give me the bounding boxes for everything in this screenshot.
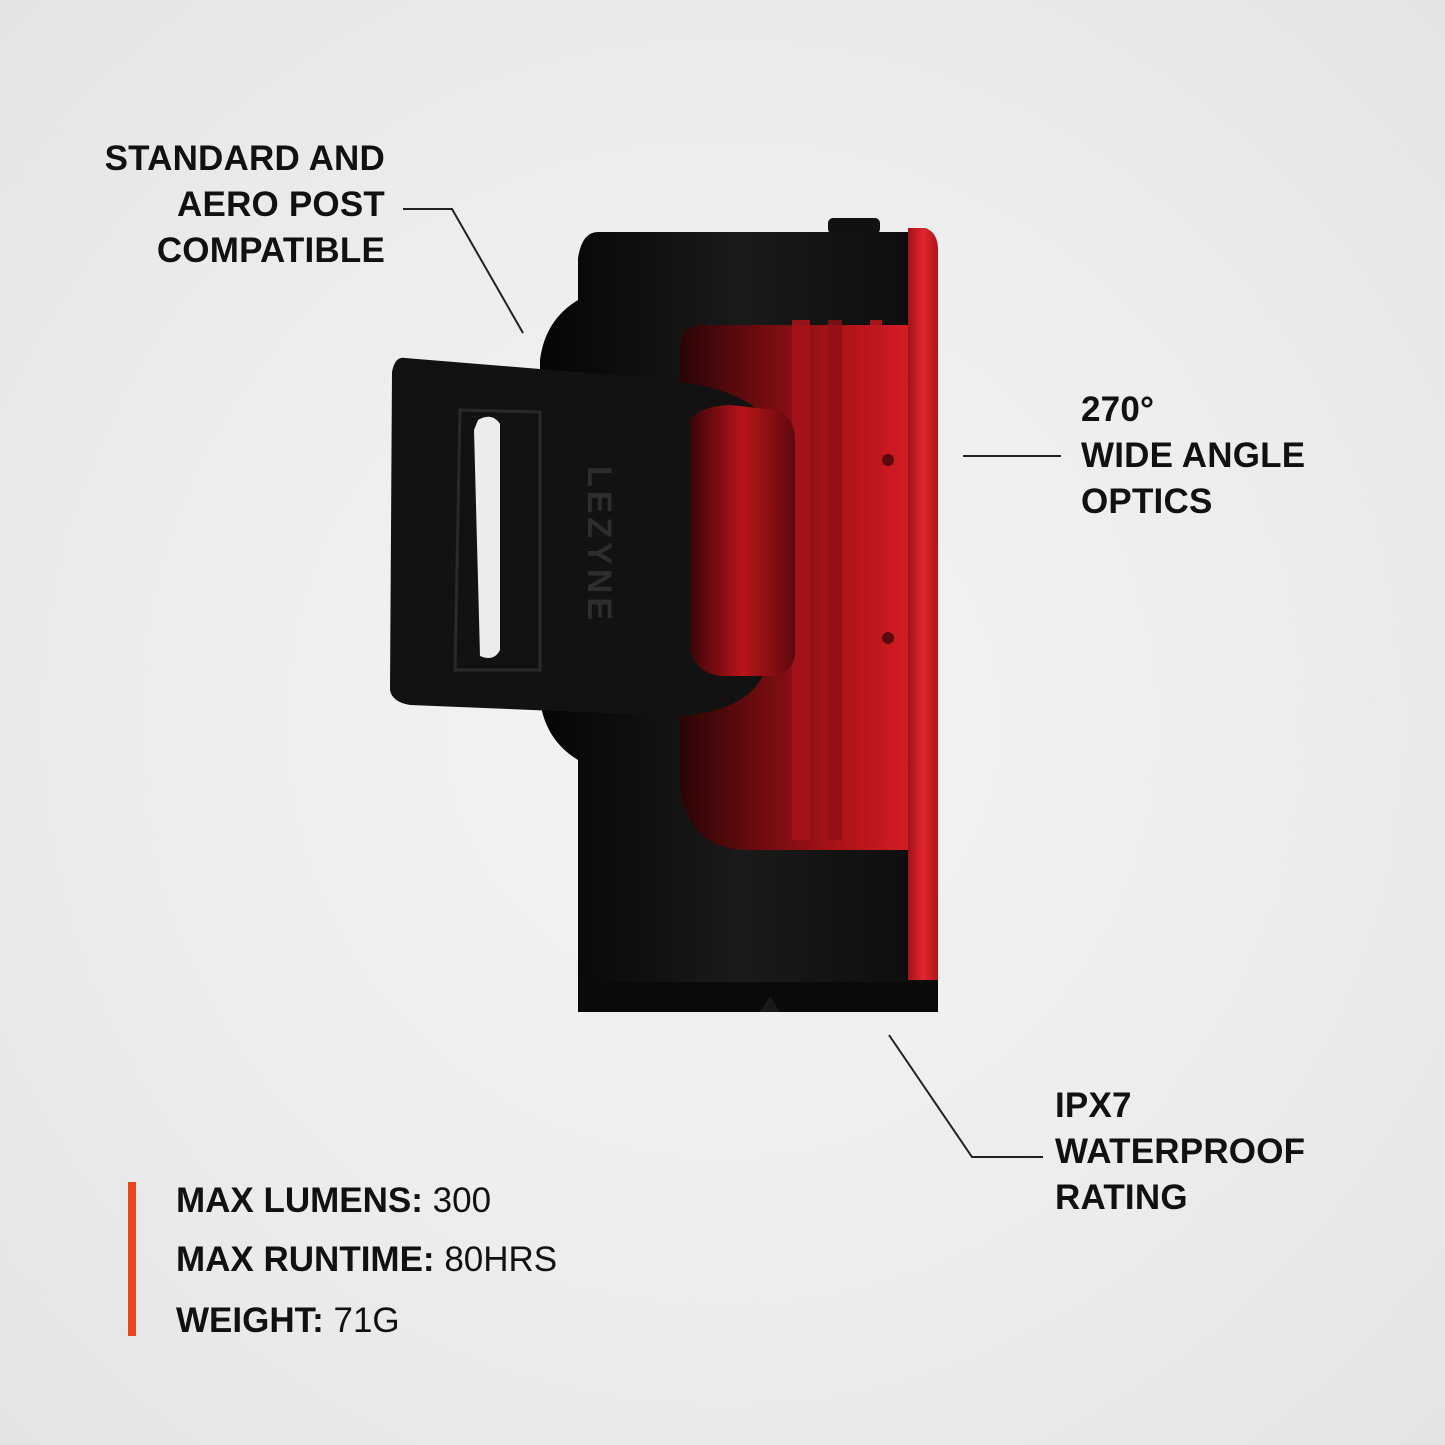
power-button bbox=[828, 218, 880, 234]
spec-value: 300 bbox=[432, 1181, 492, 1220]
lens-rib bbox=[828, 320, 842, 840]
lens-rib bbox=[792, 320, 810, 840]
strap-inner-edge bbox=[453, 408, 542, 672]
callout-post-compatibility: STANDARD AND AERO POST COMPATIBLE bbox=[40, 136, 385, 274]
callout-line: 270° bbox=[1081, 390, 1155, 429]
spec-max-runtime: MAX RUNTIME: 80HRS bbox=[176, 1240, 557, 1280]
callout-line: STANDARD AND bbox=[104, 139, 385, 178]
spec-value: 80HRS bbox=[444, 1240, 558, 1279]
callout-line: WATERPROOF bbox=[1055, 1132, 1306, 1171]
spec-value: 71G bbox=[333, 1301, 400, 1340]
side-lens-strip bbox=[908, 228, 938, 980]
callout-line: IPX7 bbox=[1055, 1086, 1132, 1125]
callout-line: OPTICS bbox=[1081, 482, 1213, 521]
led-dot bbox=[882, 454, 894, 466]
callout-line: RATING bbox=[1055, 1178, 1188, 1217]
strap-slot bbox=[474, 416, 500, 658]
lens-rib bbox=[870, 320, 882, 840]
strap-logo: LEZYNE bbox=[580, 466, 618, 624]
callout-wide-angle-optics: 270° WIDE ANGLE OPTICS bbox=[1081, 387, 1305, 525]
spec-list bbox=[128, 1182, 728, 1336]
housing-base bbox=[578, 982, 938, 1012]
spec-accent-bar bbox=[128, 1182, 136, 1336]
spec-label: MAX LUMENS: bbox=[176, 1181, 423, 1220]
led-dot bbox=[882, 632, 894, 644]
leader-line-mount bbox=[403, 208, 524, 334]
strap-tab bbox=[690, 405, 795, 676]
callout-line: WIDE ANGLE bbox=[1081, 436, 1306, 475]
spec-label: MAX RUNTIME: bbox=[176, 1240, 435, 1279]
callout-waterproof-rating: IPX7 WATERPROOF RATING bbox=[1055, 1083, 1305, 1221]
spec-label: WEIGHT: bbox=[176, 1301, 324, 1340]
callout-line: AERO POST bbox=[177, 185, 385, 224]
spec-max-lumens: MAX LUMENS: 300 bbox=[176, 1181, 491, 1221]
callout-line: COMPATIBLE bbox=[156, 231, 385, 270]
leader-line-waterproof bbox=[888, 1034, 1043, 1158]
spec-weight: WEIGHT: 71G bbox=[176, 1301, 400, 1341]
